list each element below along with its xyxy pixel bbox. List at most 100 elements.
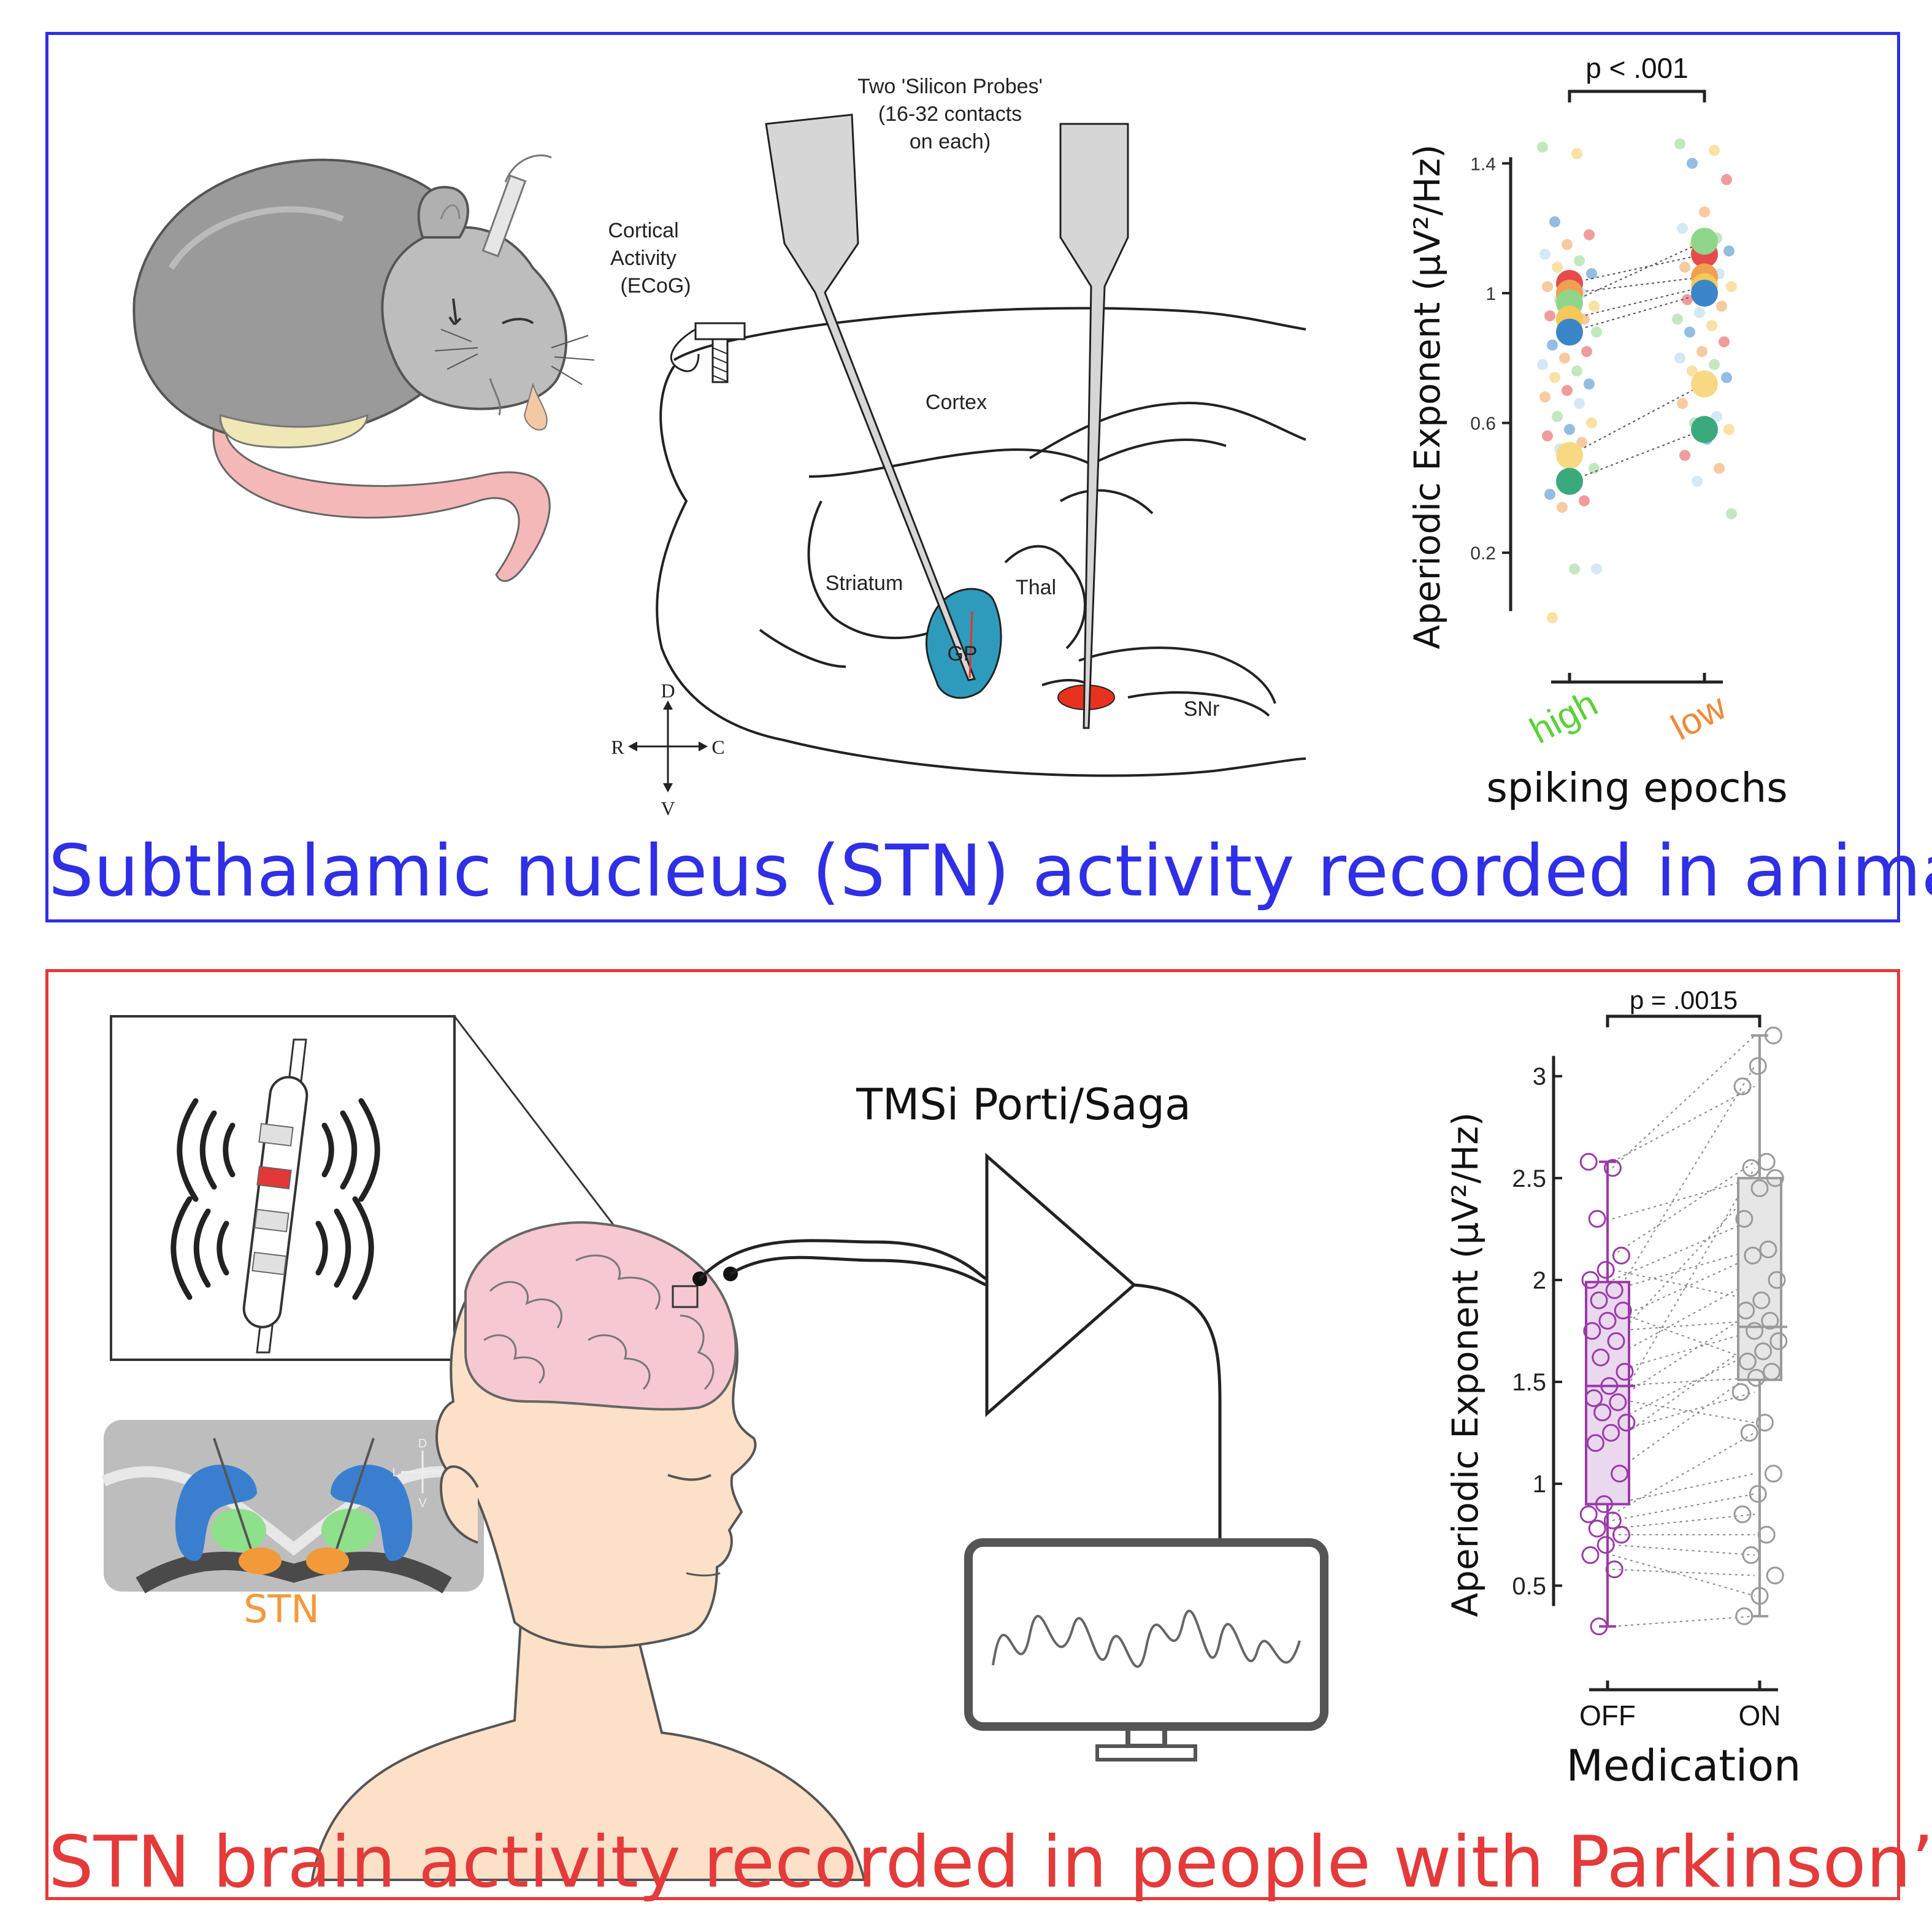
- data-point: [1590, 1617, 1608, 1636]
- data-point: [1735, 1209, 1754, 1228]
- region-label-striatum: Striatum: [826, 572, 903, 595]
- data-point: [1677, 397, 1688, 409]
- paired-line: [1612, 1161, 1755, 1256]
- paired-line: [1569, 383, 1705, 456]
- paired-line: [1612, 1255, 1755, 1322]
- y-tick-label: 1: [1533, 1471, 1546, 1498]
- mean-point-low: [1691, 279, 1718, 307]
- data-point: [1579, 1152, 1598, 1171]
- data-point: [1674, 138, 1685, 150]
- data-point: [1754, 1342, 1773, 1360]
- paired-line: [1612, 1544, 1755, 1556]
- ecog-label-line-1: Cortical: [608, 219, 678, 242]
- significance-label: p < .001: [1585, 52, 1689, 84]
- region-label-thal: Thal: [1016, 576, 1056, 599]
- ecog-label-line-3: (ECoG): [620, 274, 691, 297]
- signal-waves-icon: [171, 1098, 380, 1300]
- data-point: [1723, 424, 1735, 435]
- data-point: [1726, 281, 1737, 293]
- box-iqr: [1737, 1176, 1782, 1381]
- data-point: [1755, 1414, 1774, 1432]
- paired-line: [1612, 1616, 1755, 1627]
- data-point: [1733, 1505, 1752, 1524]
- data-point: [1612, 1246, 1630, 1265]
- paired-line: [1612, 1554, 1755, 1597]
- data-point: [1588, 1519, 1606, 1538]
- data-point: [1742, 1159, 1760, 1177]
- ecog-screw: [670, 322, 746, 383]
- data-point: [1537, 141, 1548, 153]
- significance-bracket: [1568, 90, 1706, 102]
- paired-line: [1612, 1320, 1755, 1332]
- probe-label-line-3: on each): [910, 130, 991, 153]
- data-point: [1597, 1536, 1615, 1554]
- data-point: [1581, 346, 1592, 358]
- paired-line: [1612, 1351, 1755, 1424]
- data-point: [1539, 391, 1551, 403]
- data-point: [1592, 1348, 1610, 1367]
- data-point: [1742, 1546, 1760, 1564]
- y-tick-label: 0.6: [1470, 414, 1496, 434]
- region-label-cortex: Cortex: [926, 391, 987, 414]
- x-category-label: high: [1524, 683, 1604, 751]
- data-point: [1574, 255, 1585, 267]
- data-point: [1763, 1362, 1781, 1381]
- data-point: [1607, 1332, 1625, 1351]
- paired-line: [1569, 293, 1705, 333]
- data-point: [1559, 352, 1570, 364]
- paired-line: [1612, 1330, 1755, 1373]
- data-point: [1584, 378, 1595, 390]
- data-point: [1598, 1311, 1617, 1330]
- paired-line: [1612, 1035, 1755, 1168]
- data-point: [1581, 1271, 1600, 1289]
- mean-point-low: [1691, 370, 1718, 398]
- paired-line: [1612, 1377, 1755, 1387]
- y-tick-label: 1: [1485, 284, 1496, 304]
- data-point: [1737, 1301, 1755, 1320]
- x-axis-label: spiking epochs: [1486, 764, 1787, 811]
- data-point: [1547, 339, 1558, 351]
- data-point: [1706, 320, 1717, 331]
- human-head: [310, 1221, 866, 1881]
- data-point: [1579, 495, 1590, 507]
- animal-illustration: Two 'Silicon Probes' (16-32 contacts on …: [132, 52, 1788, 819]
- x-category-label: ON: [1739, 1700, 1781, 1731]
- significance-bracket: [1606, 1014, 1761, 1027]
- compass-c: C: [711, 736, 724, 758]
- data-point: [1696, 346, 1708, 358]
- compass-v: V: [661, 797, 675, 819]
- animal-panel-caption: Subthalamic nucleus (STN) activity recor…: [48, 830, 1932, 913]
- region-label-gp: GP: [947, 642, 977, 665]
- data-point: [1694, 307, 1705, 318]
- data-point: [1544, 488, 1555, 500]
- data-point: [1581, 1546, 1600, 1564]
- data-point: [1547, 612, 1558, 623]
- data-point: [1542, 281, 1553, 293]
- mean-point-low: [1691, 228, 1718, 255]
- data-point: [1571, 365, 1582, 377]
- y-tick-label: 1.4: [1470, 154, 1496, 174]
- mri-compass-v: V: [418, 1497, 427, 1510]
- data-point: [1699, 206, 1710, 218]
- paired-line: [1569, 286, 1705, 320]
- data-point: [1562, 385, 1573, 396]
- data-point: [1591, 563, 1602, 575]
- mean-point-high: [1556, 318, 1583, 346]
- data-point: [1682, 294, 1693, 305]
- data-point: [1611, 1465, 1629, 1483]
- x-axis-label: Medication: [1566, 1741, 1801, 1791]
- data-point: [1549, 216, 1560, 228]
- paired-line: [1612, 1432, 1755, 1515]
- data-point: [1544, 310, 1555, 321]
- human-illustration: D L R V STN: [101, 986, 1801, 1881]
- data-point: [1768, 1271, 1786, 1289]
- paired-line: [1612, 1279, 1755, 1359]
- y-axis-label: Aperiodic Exponent (μV²/Hz): [1444, 1112, 1486, 1617]
- data-point: [1757, 1152, 1776, 1171]
- compass-r: R: [611, 736, 624, 758]
- data-point: [1585, 1389, 1603, 1408]
- data-point: [1557, 502, 1568, 513]
- data-point: [1749, 1057, 1767, 1075]
- paired-line: [1612, 1309, 1755, 1403]
- amplifier-icon: [985, 1152, 1137, 1417]
